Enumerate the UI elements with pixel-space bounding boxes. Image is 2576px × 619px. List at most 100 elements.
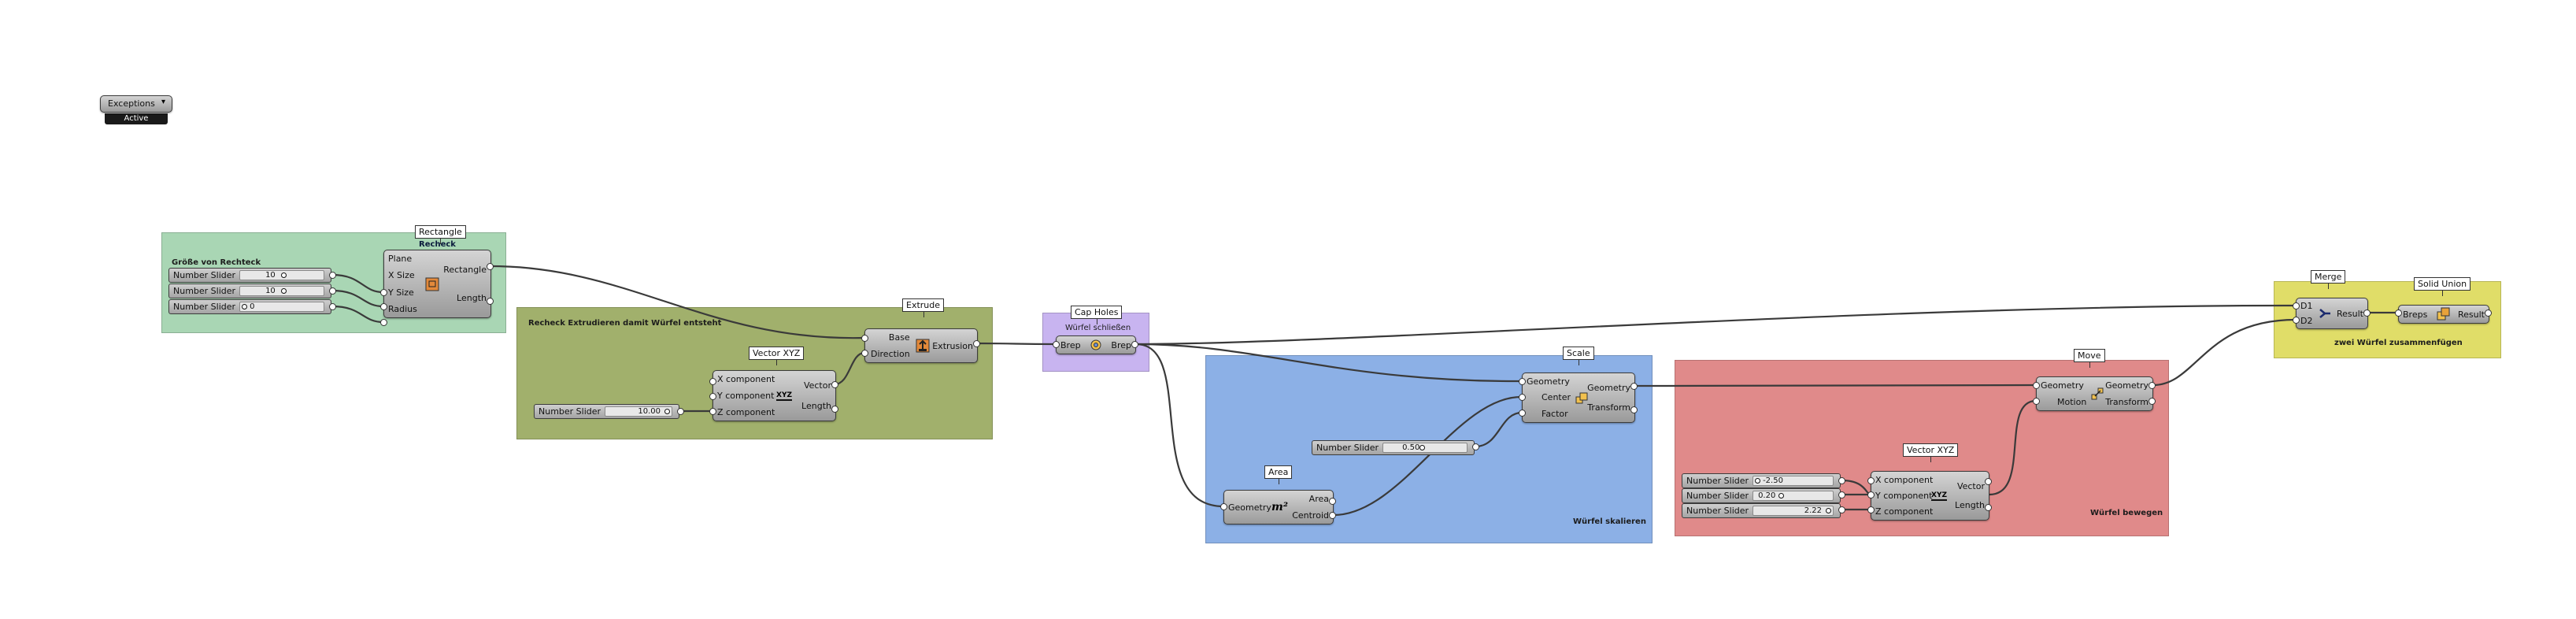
- port-grip[interactable]: [329, 303, 336, 310]
- number-slider-extrude-z[interactable]: Number Slider 10.00: [534, 404, 679, 419]
- input-base[interactable]: Base: [888, 332, 910, 343]
- input-x-component[interactable]: X component: [1875, 474, 1934, 485]
- slider-knob[interactable]: [1826, 508, 1831, 513]
- slider-knob[interactable]: [664, 409, 670, 414]
- number-slider-move-y[interactable]: Number Slider 0.20: [1682, 488, 1841, 503]
- output-extrusion[interactable]: Extrusion: [932, 340, 973, 351]
- port-grip[interactable]: [380, 319, 387, 326]
- port-grip[interactable]: [1053, 341, 1060, 348]
- output-length[interactable]: Length: [457, 293, 487, 304]
- input-y-size[interactable]: Y Size: [388, 287, 414, 298]
- port-grip[interactable]: [2033, 398, 2040, 405]
- port-grip[interactable]: [2485, 310, 2492, 317]
- slider-track[interactable]: 10: [239, 286, 324, 296]
- port-grip[interactable]: [329, 287, 336, 295]
- output-vector[interactable]: Vector: [803, 380, 831, 391]
- port-grip[interactable]: [1838, 491, 1845, 499]
- input-z-component[interactable]: Z component: [717, 407, 775, 417]
- input-geometry[interactable]: Geometry: [1228, 502, 1271, 513]
- port-grip[interactable]: [831, 406, 838, 413]
- port-grip[interactable]: [1472, 443, 1479, 450]
- input-z-component[interactable]: Z component: [1875, 506, 1934, 517]
- input-motion[interactable]: Motion: [2057, 397, 2087, 407]
- slider-knob[interactable]: [1778, 493, 1785, 499]
- slider-knob[interactable]: [1419, 445, 1426, 450]
- port-grip[interactable]: [2363, 310, 2371, 317]
- input-center[interactable]: Center: [1542, 392, 1571, 403]
- port-grip[interactable]: [709, 408, 716, 415]
- slider-knob[interactable]: [242, 304, 248, 310]
- number-slider-x-size[interactable]: Number Slider 10: [168, 268, 331, 283]
- slider-track[interactable]: 0.20: [1752, 491, 1834, 501]
- input-x-size[interactable]: X Size: [388, 270, 415, 281]
- port-grip[interactable]: [831, 381, 838, 388]
- input-radius[interactable]: Radius: [388, 303, 417, 314]
- port-grip[interactable]: [329, 272, 336, 279]
- output-result[interactable]: Result: [2337, 308, 2363, 319]
- output-length[interactable]: Length: [801, 400, 831, 411]
- number-slider-radius[interactable]: Number Slider 0: [168, 299, 331, 314]
- slider-track[interactable]: 10.00: [605, 406, 672, 417]
- port-grip[interactable]: [2149, 398, 2156, 405]
- input-d2[interactable]: D2: [2300, 316, 2313, 326]
- output-result[interactable]: Result: [2458, 309, 2485, 320]
- port-grip[interactable]: [1867, 491, 1875, 499]
- vector-xyz-component-2[interactable]: X component Y component Z component XYZ …: [1871, 471, 1989, 521]
- port-grip[interactable]: [1329, 512, 1336, 519]
- output-rectangle[interactable]: Rectangle: [443, 264, 487, 275]
- port-grip[interactable]: [1838, 506, 1845, 513]
- input-x-component[interactable]: X component: [717, 374, 775, 384]
- slider-track[interactable]: 0.50: [1382, 443, 1468, 453]
- slider-knob[interactable]: [281, 288, 287, 294]
- number-slider-scale-factor[interactable]: Number Slider 0.50: [1312, 440, 1475, 455]
- output-area[interactable]: Area: [1308, 494, 1329, 504]
- vector-xyz-component[interactable]: X component Y component Z component XYZ …: [712, 370, 836, 421]
- output-transform[interactable]: Transform: [1587, 402, 1630, 413]
- exceptions-widget[interactable]: Exceptions ▾ Active: [100, 95, 172, 124]
- input-plane[interactable]: Plane: [388, 254, 413, 265]
- cap-holes-component[interactable]: Brep Brep: [1056, 335, 1136, 354]
- port-grip[interactable]: [1131, 341, 1138, 348]
- input-factor[interactable]: Factor: [1542, 409, 1568, 420]
- port-grip[interactable]: [380, 289, 387, 296]
- port-grip[interactable]: [2293, 302, 2300, 310]
- move-component[interactable]: Geometry Motion Geometry Transform: [2036, 376, 2153, 411]
- solid-union-component[interactable]: Breps Result: [2398, 305, 2489, 324]
- output-transform[interactable]: Transform: [2105, 397, 2149, 407]
- input-d1[interactable]: D1: [2300, 301, 2313, 311]
- slider-knob[interactable]: [281, 272, 287, 278]
- slider-track[interactable]: 2.22: [1752, 506, 1834, 516]
- rectangle-component[interactable]: Recheck Plane X Size Y Size Radius Recta…: [383, 240, 491, 318]
- port-grip[interactable]: [1838, 477, 1845, 484]
- port-grip[interactable]: [709, 393, 716, 400]
- output-length[interactable]: Length: [1955, 500, 1985, 511]
- port-grip[interactable]: [861, 350, 868, 357]
- port-grip[interactable]: [2149, 382, 2156, 389]
- port-grip[interactable]: [861, 335, 868, 342]
- number-slider-move-z[interactable]: Number Slider 2.22: [1682, 503, 1841, 518]
- port-grip[interactable]: [2033, 382, 2040, 389]
- extrude-component[interactable]: Base Direction Extrusion: [864, 328, 978, 363]
- port-grip[interactable]: [1329, 498, 1336, 505]
- input-brep[interactable]: Brep: [1060, 339, 1081, 350]
- port-grip[interactable]: [1519, 394, 1526, 401]
- port-grip[interactable]: [1220, 503, 1227, 510]
- port-grip[interactable]: [2395, 310, 2402, 317]
- port-grip[interactable]: [1630, 406, 1638, 413]
- slider-track[interactable]: 0: [239, 302, 324, 312]
- merge-component[interactable]: D1 D2 Result: [2296, 298, 2368, 329]
- slider-track[interactable]: 10: [239, 270, 324, 280]
- output-geometry[interactable]: Geometry: [1587, 383, 1630, 393]
- input-direction[interactable]: Direction: [871, 349, 910, 359]
- chevron-down-icon[interactable]: ▾: [161, 98, 165, 106]
- input-breps[interactable]: Breps: [2403, 309, 2428, 320]
- exceptions-button[interactable]: Exceptions ▾: [100, 95, 172, 113]
- slider-knob[interactable]: [1755, 478, 1761, 484]
- input-y-component[interactable]: Y component: [1875, 490, 1933, 501]
- port-grip[interactable]: [1519, 410, 1526, 417]
- port-grip[interactable]: [1630, 383, 1638, 390]
- port-grip[interactable]: [709, 378, 716, 385]
- port-grip[interactable]: [487, 298, 494, 305]
- port-grip[interactable]: [973, 340, 980, 347]
- port-grip[interactable]: [1867, 506, 1875, 513]
